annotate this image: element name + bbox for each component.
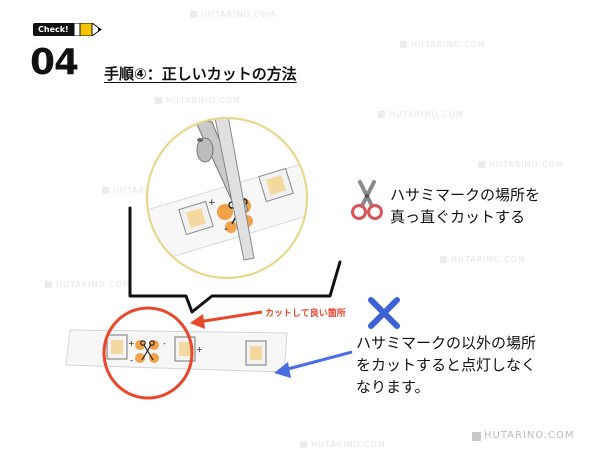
bad-instruction-line-3: なります。 (356, 378, 430, 396)
check-badge-label: Check! (33, 23, 74, 36)
svg-text:+: + (128, 339, 135, 348)
watermark: HUTARINO.COM (45, 280, 131, 289)
watermark: HUTARINO.COM (155, 96, 241, 105)
cut-label-arrow (197, 310, 263, 324)
led-strip: + - - + (65, 329, 288, 373)
good-instruction-line-1: ハサミマークの場所を (390, 186, 541, 204)
cut-point-highlight (102, 306, 194, 400)
check-badge: Check! (33, 23, 102, 36)
watermark: HUTARINO.COM (378, 110, 464, 119)
speech-bubble-outline (128, 206, 342, 314)
watermark: HUTARINO.COM (478, 160, 564, 169)
svg-text:+: + (196, 345, 203, 354)
bad-instruction-line-1: ハサミマークの以外の場所 (356, 334, 537, 352)
pencil-icon (73, 23, 102, 36)
step-title: 手順④：正しいカットの方法 (104, 65, 297, 83)
scissors-icon (351, 180, 383, 220)
watermark: HUTARINO.COM (190, 10, 276, 19)
svg-text:-: - (130, 356, 133, 366)
step-number: 04 (30, 42, 79, 83)
svg-text:-: - (163, 339, 166, 348)
watermark: HUTARINO.COM (440, 255, 526, 264)
svg-text:-: - (224, 222, 228, 235)
bad-instruction-line-2: をカットすると点灯しなく (356, 356, 537, 374)
brand-watermark: HUTARINO.COM (484, 430, 575, 441)
watermark: HUTARINO.COM (300, 440, 386, 449)
brand-logo-icon (472, 432, 481, 441)
good-instruction-line-2: 真っ直ぐカットする (390, 208, 526, 226)
wrong-cut-arrow (283, 350, 353, 372)
cut-ok-label: カットして良い箇所 (265, 309, 346, 319)
svg-text:+: + (208, 198, 216, 208)
watermark: HUTARINO.COM (400, 40, 486, 49)
zoomed-led-strip: + - (148, 119, 306, 263)
cross-icon (368, 297, 400, 329)
